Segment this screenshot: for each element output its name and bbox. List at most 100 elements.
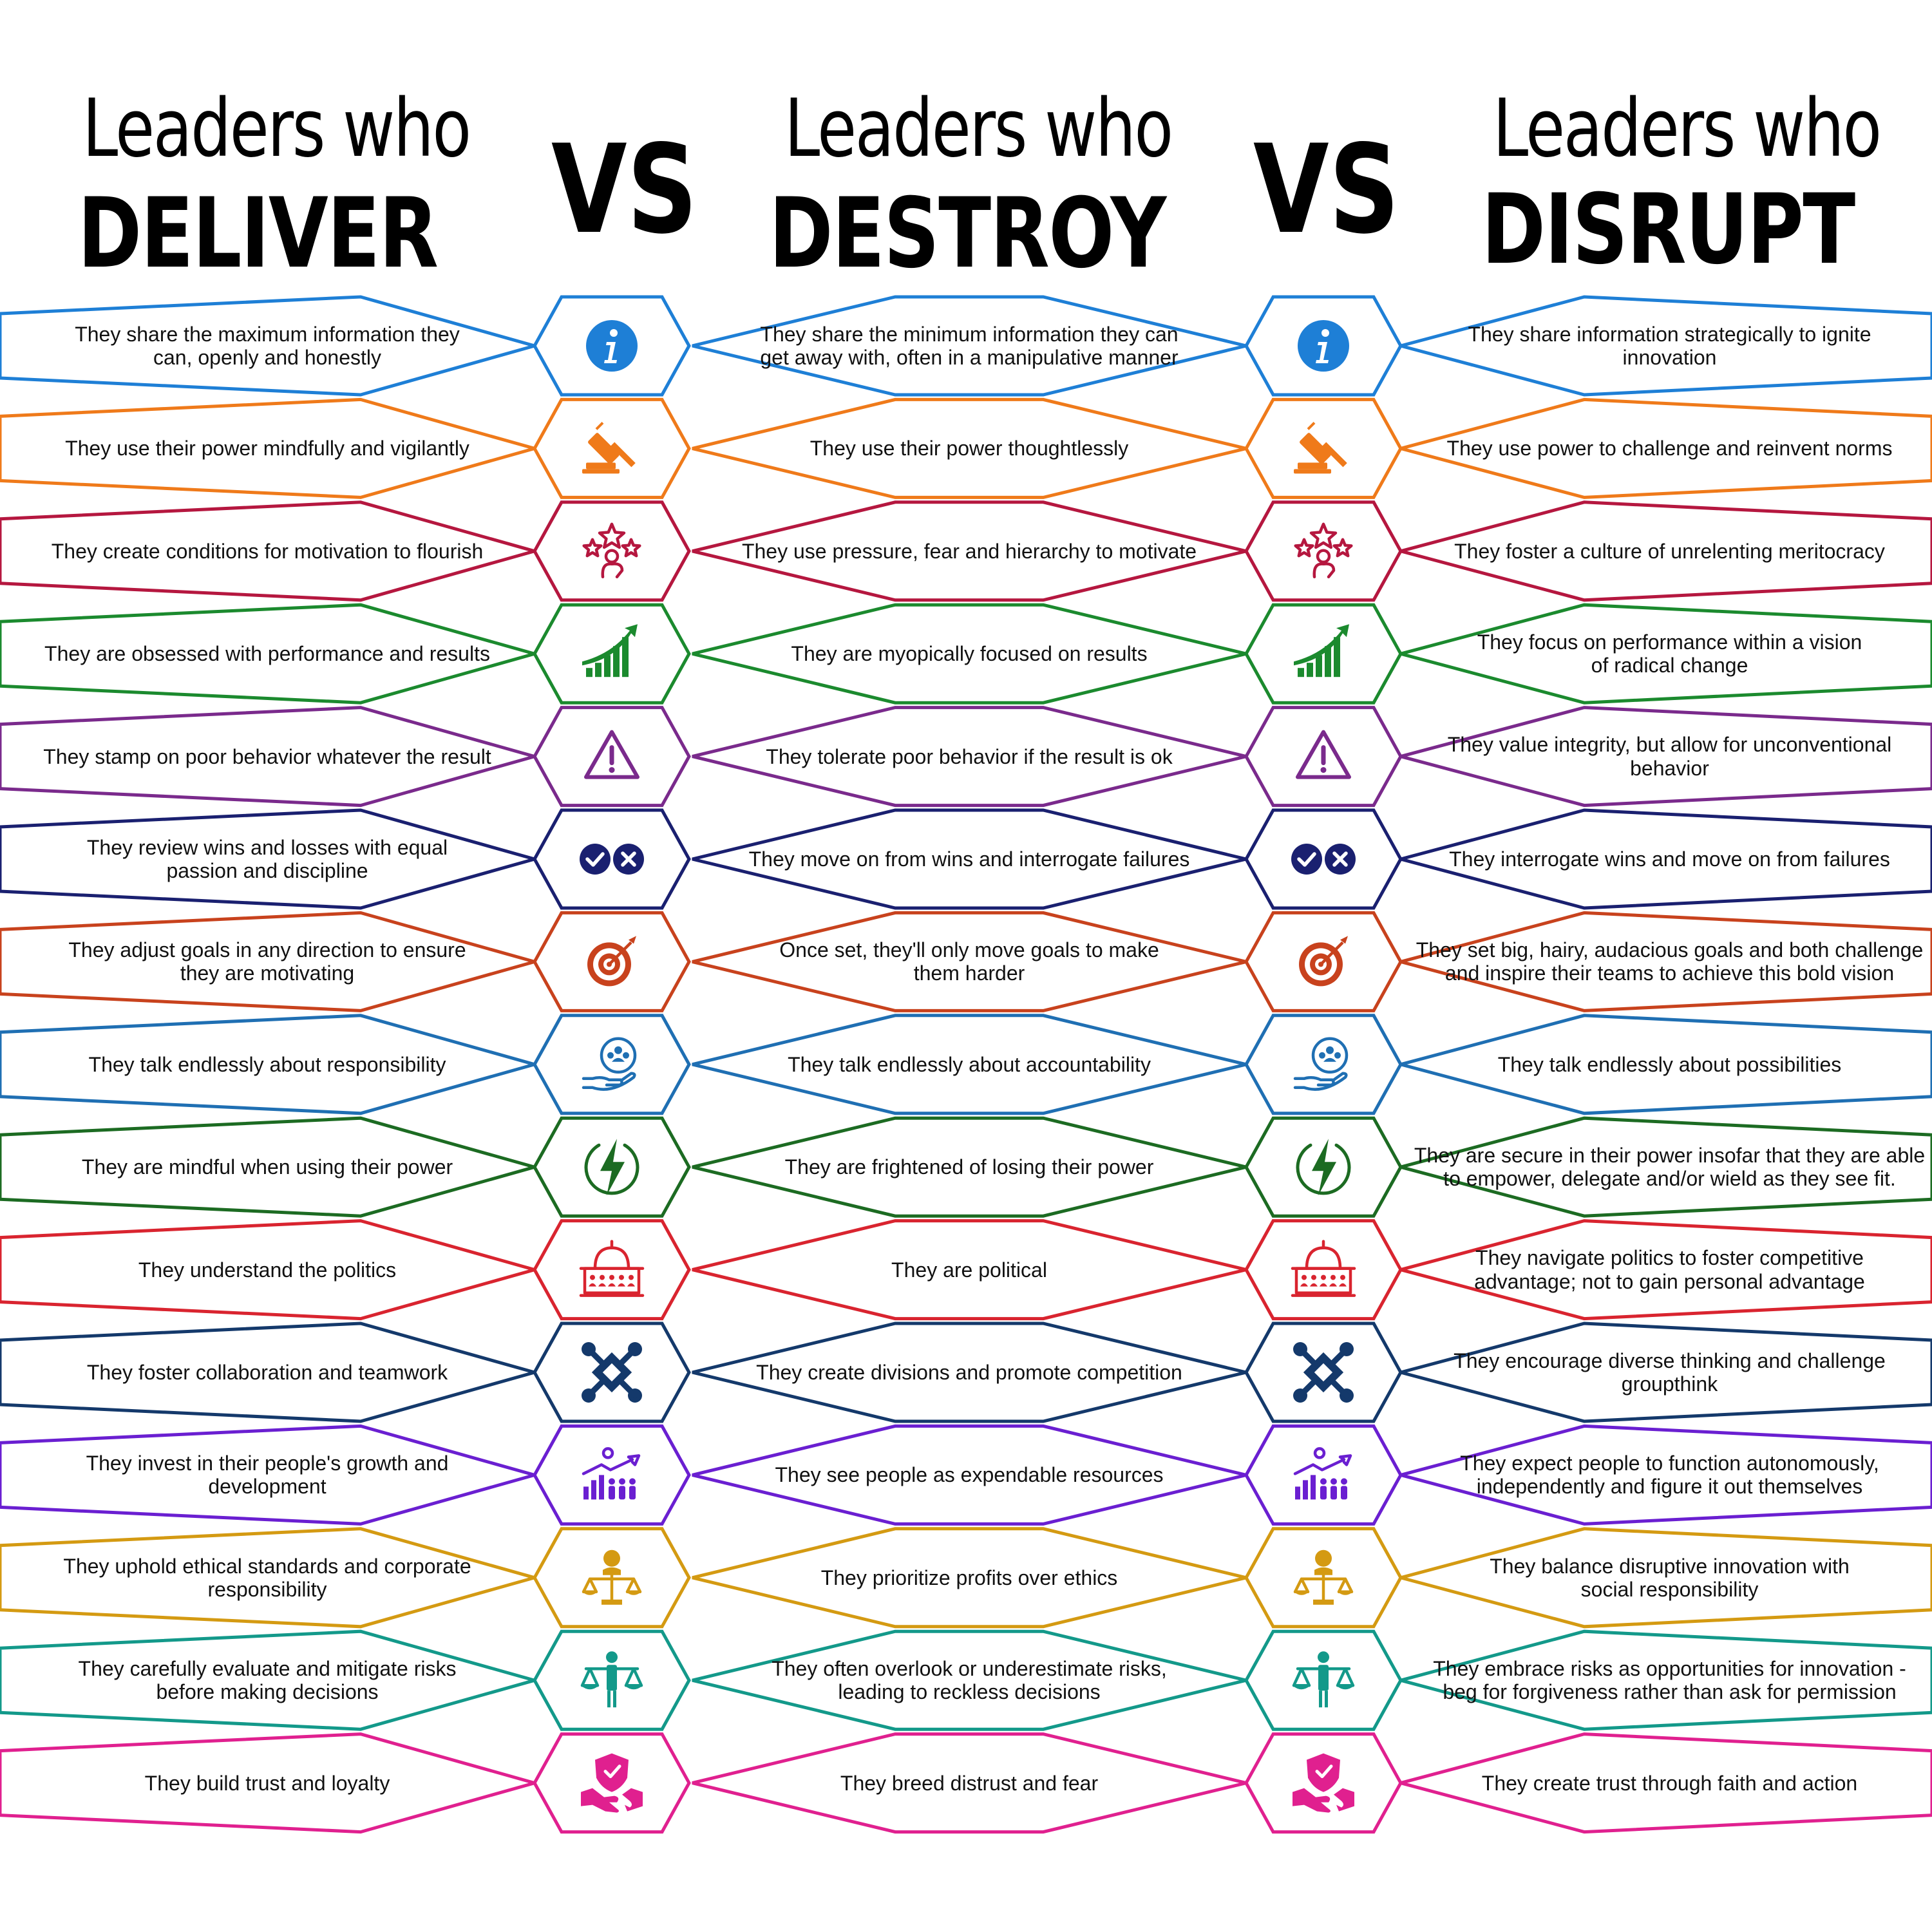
- vs-label-1: VS: [551, 118, 698, 261]
- row-2-deliver-frame: [0, 397, 541, 499]
- trust-handshake-icon: [581, 1753, 643, 1813]
- row-12: [0, 1424, 1932, 1526]
- row-4: [0, 603, 1932, 705]
- row-9-disrupt-text: They are secure in their power insofar t…: [1414, 1144, 1926, 1191]
- row-15-disrupt-frame: [1394, 1732, 1932, 1834]
- row-15-deliver-frame: [0, 1732, 541, 1834]
- row-4-deliver-frame: [0, 603, 541, 705]
- target-icon: [587, 936, 636, 987]
- row-9-destroy-text: They are frightened of losing their powe…: [784, 1155, 1154, 1179]
- row-7-disrupt-text: They set big, hairy, audacious goals and…: [1416, 938, 1924, 985]
- row-10-deliver-text: They understand the politics: [138, 1258, 397, 1282]
- row-7-deliver-text: They adjust goals in any direction to en…: [68, 938, 466, 985]
- team-hand-icon: [1293, 1037, 1349, 1091]
- row-3-disrupt-text: They foster a culture of unrelenting mer…: [1454, 539, 1885, 563]
- warning-icon: [584, 730, 639, 779]
- row-6-disrupt-frame: [1394, 808, 1932, 910]
- row-2-deliver-text: They use their power mindfully and vigil…: [65, 437, 469, 460]
- row-3-deliver-text: They create conditions for motivation to…: [51, 539, 484, 563]
- row-12-icon-frame-1: [533, 1424, 691, 1526]
- row-7: [0, 911, 1932, 1012]
- row-15: [0, 1732, 1932, 1834]
- info-icon: [586, 320, 638, 372]
- row-14-deliver-frame: [0, 1629, 541, 1731]
- row-9-deliver-frame: [0, 1116, 541, 1218]
- row-8: [0, 1014, 1932, 1115]
- row-6-destroy-text: They move on from wins and interrogate f…: [748, 847, 1190, 871]
- capitol-icon: [579, 1240, 645, 1297]
- row-13: [0, 1527, 1932, 1629]
- row-12-destroy-text: They see people as expendable resources: [775, 1463, 1164, 1487]
- growth-chart-icon: [1294, 624, 1349, 677]
- info-icon: [1298, 320, 1349, 372]
- destroy-header-title: DESTROY: [769, 178, 1166, 290]
- row-10-deliver-frame: [0, 1219, 541, 1321]
- row-12-disrupt-text: They expect people to function autonomou…: [1460, 1452, 1879, 1499]
- row-14: [0, 1629, 1932, 1731]
- row-4-disrupt-frame: [1394, 603, 1932, 705]
- deliver-header-prefix: Leaders who: [82, 82, 471, 175]
- row-14-disrupt-frame: [1394, 1629, 1932, 1731]
- row-15-disrupt-text: They create trust through faith and acti…: [1481, 1771, 1858, 1795]
- row-5-disrupt-frame: [1394, 706, 1932, 808]
- stars-motivation-icon: [1294, 522, 1353, 579]
- disrupt-header-prefix: Leaders who: [1493, 82, 1882, 175]
- people-growth-icon: [582, 1447, 641, 1500]
- row-8-destroy-text: They talk endlessly about accountability: [788, 1052, 1151, 1076]
- row-8-disrupt-text: They talk endlessly about possibilities: [1497, 1052, 1842, 1076]
- row-3-destroy-text: They use pressure, fear and hierarchy to…: [741, 539, 1197, 563]
- row-2-disrupt-frame: [1394, 397, 1932, 499]
- vs-label-2: VS: [1253, 118, 1400, 261]
- row-12-deliver-frame: [0, 1424, 541, 1526]
- row-10-disrupt-frame: [1394, 1219, 1932, 1321]
- row-3-deliver-frame: [0, 500, 541, 602]
- row-10-destroy-text: They are political: [891, 1258, 1047, 1282]
- row-1-disrupt-text: They share information strategically to …: [1468, 322, 1871, 369]
- row-1: [0, 295, 1932, 397]
- team-hand-icon: [582, 1037, 637, 1091]
- people-growth-icon: [1293, 1447, 1352, 1500]
- row-2-destroy-text: They use their power thoughtlessly: [810, 437, 1129, 460]
- risk-scale-icon: [1292, 1651, 1355, 1708]
- row-6-icon-frame-2: [1244, 808, 1403, 910]
- deliver-header-title: DELIVER: [77, 178, 439, 290]
- row-4-disrupt-text: They focus on performance within a visio…: [1477, 630, 1862, 677]
- row-12-disrupt-frame: [1394, 1424, 1932, 1526]
- puzzle-hands-icon: [582, 1342, 642, 1403]
- check-cross-icon: [1291, 844, 1356, 875]
- row-7-deliver-frame: [0, 911, 541, 1012]
- row-8-deliver-text: They talk endlessly about responsibility: [88, 1052, 446, 1076]
- row-14-deliver-text: They carefully evaluate and mitigate ris…: [78, 1657, 457, 1704]
- row-13-destroy-text: They prioritize profits over ethics: [820, 1566, 1118, 1589]
- row-10-disrupt-text: They navigate politics to foster competi…: [1474, 1246, 1865, 1293]
- row-6-icon-frame-1: [533, 808, 691, 910]
- row-15-deliver-text: They build trust and loyalty: [144, 1771, 390, 1795]
- row-7-disrupt-frame: [1394, 911, 1932, 1012]
- capitol-icon: [1291, 1240, 1356, 1297]
- row-9-disrupt-frame: [1394, 1116, 1932, 1218]
- row-1-destroy-text: They share the minimum information they …: [760, 322, 1179, 369]
- stars-motivation-icon: [582, 522, 641, 579]
- trust-handshake-icon: [1293, 1753, 1354, 1813]
- row-15-destroy-text: They breed distrust and fear: [840, 1771, 1099, 1795]
- row-14-destroy-text: They often overlook or underestimate ris…: [772, 1657, 1167, 1704]
- row-5-disrupt-text: They value integrity, but allow for unco…: [1447, 733, 1892, 780]
- row-13-disrupt-text: They balance disruptive innovation with …: [1490, 1554, 1850, 1601]
- row-2: [0, 397, 1932, 499]
- row-3-disrupt-frame: [1394, 500, 1932, 602]
- row-11-disrupt-frame: [1394, 1321, 1932, 1423]
- row-5-deliver-frame: [0, 706, 541, 808]
- row-12-deliver-text: They invest in their people's growth and…: [86, 1452, 449, 1499]
- row-3: [0, 500, 1932, 602]
- puzzle-hands-icon: [1293, 1342, 1354, 1403]
- destroy-header-prefix: Leaders who: [784, 82, 1173, 175]
- row-7-destroy-text: Once set, they'll only move goals to mak…: [779, 938, 1159, 985]
- ethics-scale-icon: [582, 1549, 642, 1605]
- growth-chart-icon: [582, 624, 638, 677]
- gavel-icon: [582, 421, 636, 474]
- row-11: [0, 1321, 1932, 1423]
- gavel-icon: [1294, 421, 1347, 474]
- row-1-disrupt-frame: [1394, 295, 1932, 397]
- target-icon: [1299, 936, 1348, 987]
